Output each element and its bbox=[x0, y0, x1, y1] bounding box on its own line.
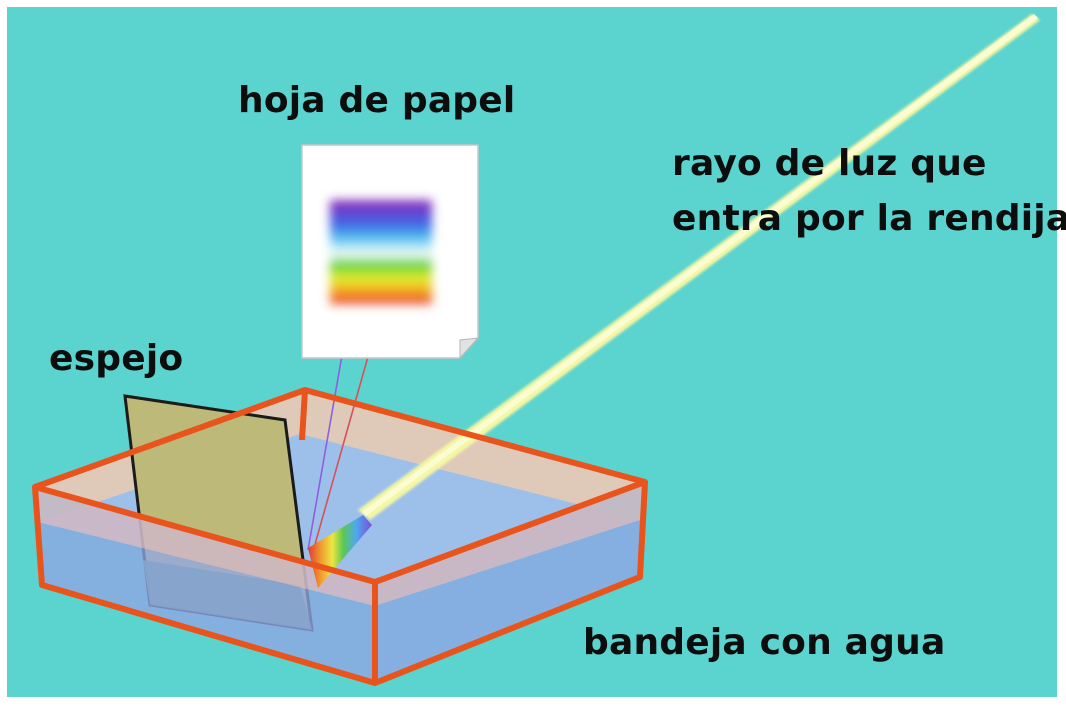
light-ray-label-line1: rayo de luz que bbox=[672, 143, 987, 184]
light-beam bbox=[358, 14, 1040, 520]
tray-label: bandeja con agua bbox=[583, 622, 946, 663]
paper-label: hoja de papel bbox=[238, 80, 516, 121]
mirror-label: espejo bbox=[49, 338, 184, 379]
light-ray-label-line2: entra por la rendija bbox=[672, 198, 1066, 239]
water-tray-front bbox=[38, 482, 645, 683]
projected-spectrum bbox=[330, 200, 432, 304]
tray-outline bbox=[32, 387, 648, 686]
paper-sheet bbox=[301, 144, 480, 360]
